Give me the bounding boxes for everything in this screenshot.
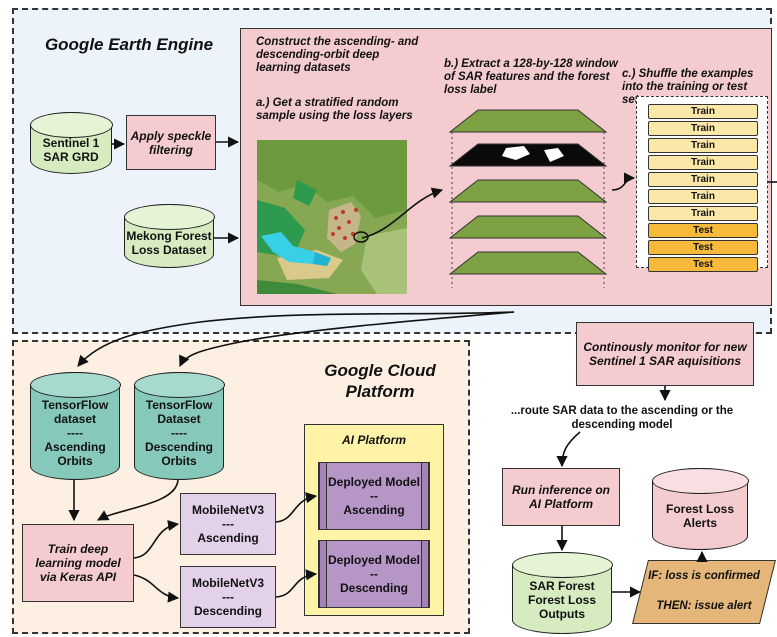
train-process: Train deep learning model via Keras API xyxy=(22,524,134,602)
step-c-label: c.) Shuffle the examples into the traini… xyxy=(622,68,754,106)
tf-desc-sep: ---- xyxy=(171,426,187,440)
dep-desc-name: Deployed Model xyxy=(327,553,420,567)
test-item: Test xyxy=(648,257,758,272)
step-b-label: b.) Extract a 128-by-128 window of SAR f… xyxy=(444,58,618,96)
step-a-label: a.) Get a stratified random sample using… xyxy=(256,97,413,122)
tf-ascending-db: TensorFlow dataset ---- Ascending Orbits xyxy=(29,371,121,480)
construct-title: Construct the ascending- and descending-… xyxy=(256,36,419,74)
monitor-process: Continously monitor for new Sentinel 1 S… xyxy=(576,322,754,386)
tf-asc-orbit: Ascending Orbits xyxy=(44,440,106,468)
edge-train-mnetasc xyxy=(133,520,180,559)
mnet-desc-sep: --- xyxy=(221,590,234,604)
tf-asc-name: TensorFlow dataset xyxy=(41,398,109,426)
train-item: Train xyxy=(648,104,758,119)
decision-if: IF: loss is confirmed xyxy=(648,570,760,582)
decision-then: THEN: issue alert xyxy=(656,600,752,612)
tf-desc-name: TensorFlow Dataset xyxy=(145,398,213,426)
edge-window-split xyxy=(611,172,636,191)
dep-desc-orbit: Descending xyxy=(339,581,408,595)
train-item: Train xyxy=(648,138,758,153)
edge-tfdesc-train xyxy=(97,479,179,521)
outputs-db: SAR Forest Forest Loss Outputs xyxy=(511,551,613,634)
edge-train-mnetdesc xyxy=(133,574,180,603)
ai-platform-title: AI Platform xyxy=(341,433,406,447)
edge-to-tf-descending xyxy=(179,311,515,368)
mekong-db: Mekong Forest Loss Dataset xyxy=(123,203,215,268)
train-item: Train xyxy=(648,155,758,170)
train-item: Train xyxy=(648,189,758,204)
mobilenet-ascending: MobileNetV3 --- Ascending xyxy=(180,493,276,555)
edge-route-inference xyxy=(556,431,581,468)
deployed-descending: Deployed Model -- Descending xyxy=(318,540,430,608)
dep-asc-sep: -- xyxy=(369,489,378,503)
sentinel-db: Sentinel 1 SAR GRD xyxy=(29,111,113,174)
mnet-asc-orbit: Ascending xyxy=(197,531,259,545)
edge-mnetdesc-deployed xyxy=(275,569,318,598)
run-inference-process: Run inference on AI Platform xyxy=(502,468,620,526)
edge-mnetasc-deployed xyxy=(275,492,318,523)
mobilenet-descending: MobileNetV3 --- Descending xyxy=(180,566,276,628)
speckle-process: Apply speckle filtering xyxy=(126,115,216,170)
dep-asc-name: Deployed Model xyxy=(327,475,420,489)
dep-asc-orbit: Ascending xyxy=(343,503,405,517)
sample-map xyxy=(257,140,407,294)
dep-desc-sep: -- xyxy=(369,567,378,581)
tf-desc-orbit: Descending Orbits xyxy=(144,440,213,468)
edge-sample-window xyxy=(361,187,444,239)
train-item: Train xyxy=(648,206,758,221)
gcp-title: Google Cloud Platform xyxy=(324,361,436,401)
mnet-desc-name: MobileNetV3 xyxy=(191,576,264,590)
test-item: Test xyxy=(648,223,758,238)
tf-descending-db: TensorFlow Dataset ---- Descending Orbit… xyxy=(133,371,225,480)
deployed-ascending: Deployed Model -- Ascending xyxy=(318,462,430,530)
mnet-asc-sep: --- xyxy=(221,517,234,531)
mnet-asc-name: MobileNetV3 xyxy=(191,503,264,517)
tf-asc-sep: ---- xyxy=(67,426,83,440)
train-item: Train xyxy=(648,121,758,136)
edge-to-tf-ascending xyxy=(77,311,515,367)
window-stack xyxy=(446,92,610,296)
window-stack-graphic xyxy=(448,109,608,288)
mnet-desc-orbit: Descending xyxy=(193,604,262,618)
route-text: ...route SAR data to the ascending or th… xyxy=(510,405,734,431)
sample-map-graphic xyxy=(257,140,407,294)
train-item: Train xyxy=(648,172,758,187)
alerts-db: Forest Loss Alerts xyxy=(651,467,749,550)
gee-title: Google Earth Engine xyxy=(44,35,214,54)
test-item: Test xyxy=(648,240,758,255)
